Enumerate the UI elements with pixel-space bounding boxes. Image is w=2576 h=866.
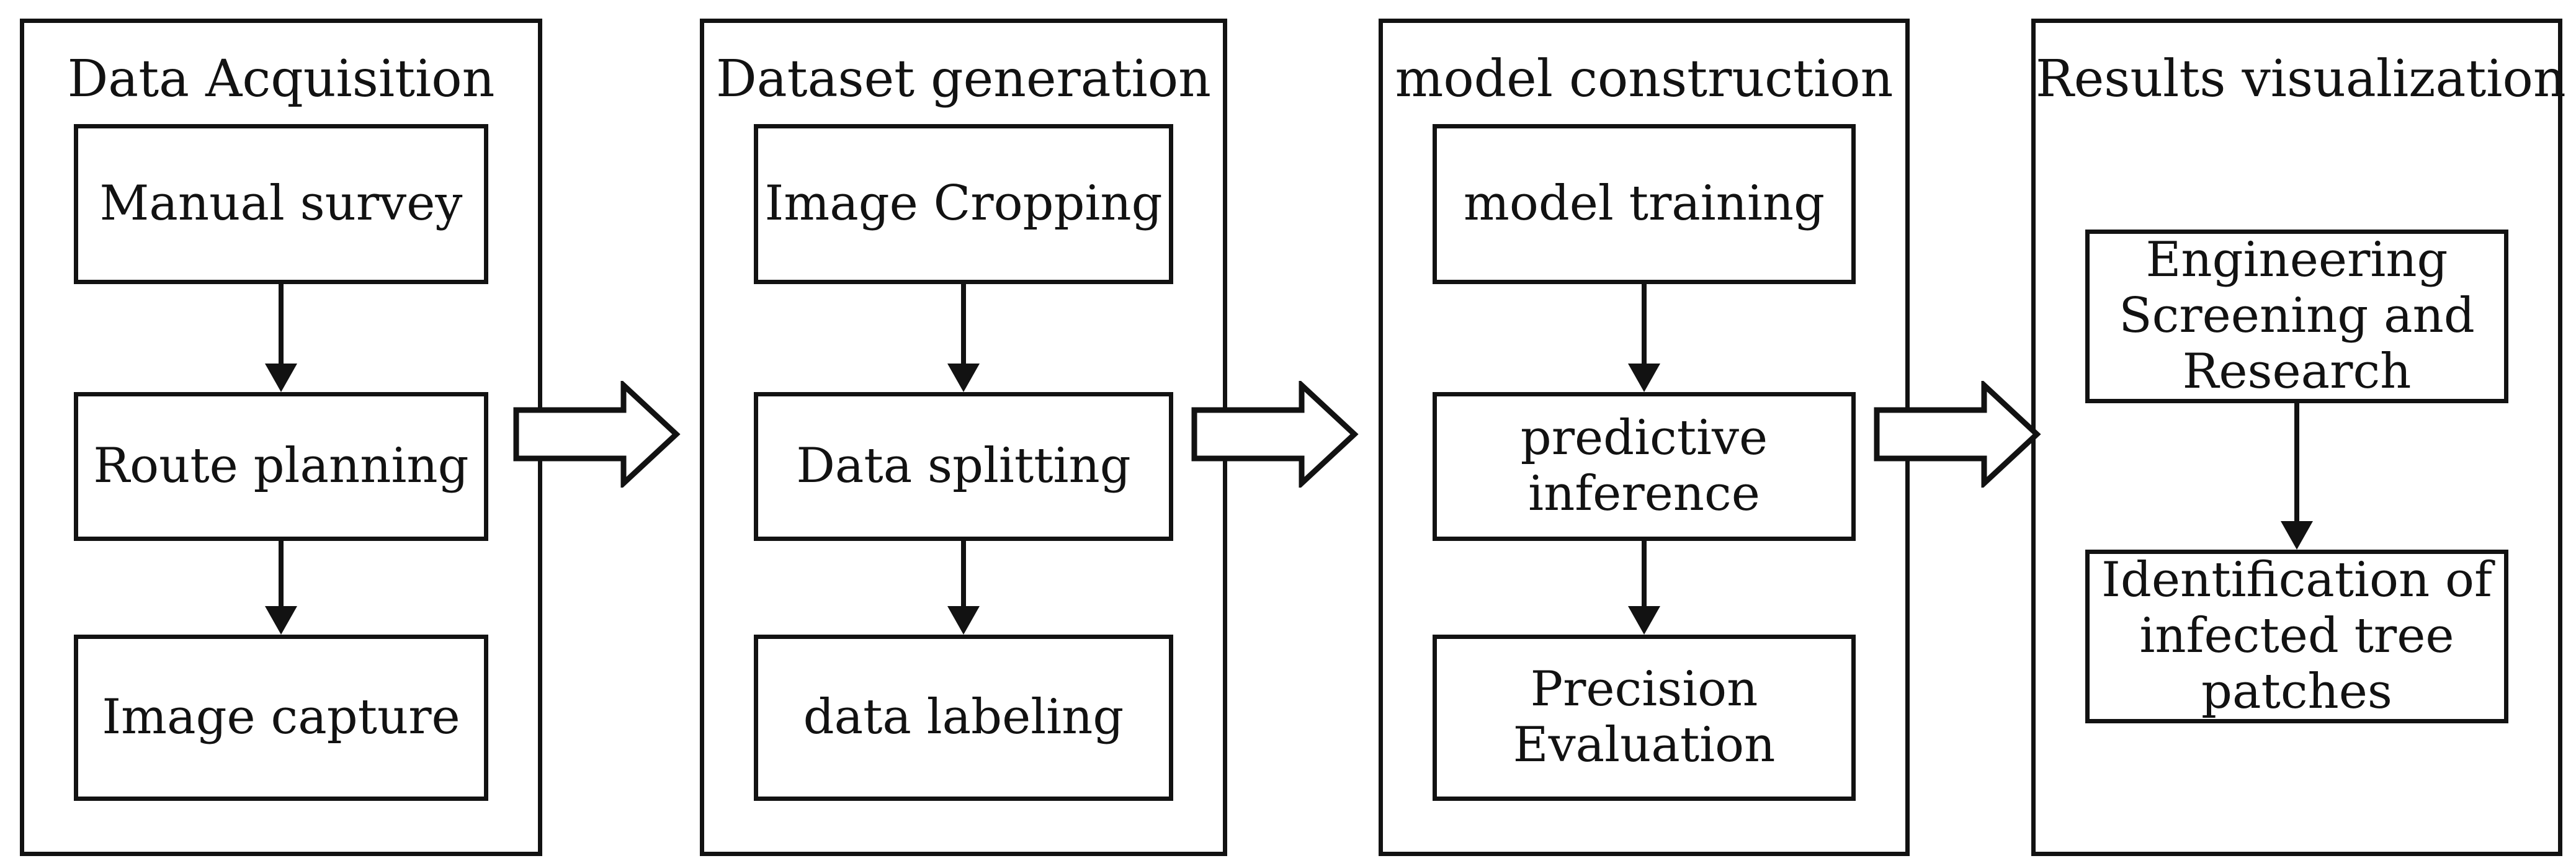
flow-box: Data splitting bbox=[754, 392, 1173, 541]
panel-data-acquisition: Data Acquisition Manual survey Route pla… bbox=[20, 19, 542, 856]
down-arrow-icon bbox=[1626, 541, 1663, 635]
arrow-stem bbox=[279, 541, 284, 606]
panel-title: model construction bbox=[1395, 50, 1894, 109]
down-arrow-icon bbox=[945, 284, 982, 392]
arrow-stem bbox=[2294, 403, 2299, 521]
flow-box: Route planning bbox=[74, 392, 488, 541]
arrow-stem bbox=[961, 284, 966, 364]
flow-box: Manual survey bbox=[74, 124, 488, 284]
right-arrow-icon bbox=[1874, 381, 2041, 488]
panel-title: Results visualization bbox=[2036, 50, 2566, 109]
flow-box: Image capture bbox=[74, 635, 488, 801]
panel-results-visualization: Results visualization Engineering Screen… bbox=[2031, 19, 2566, 856]
down-arrow-icon bbox=[945, 541, 982, 635]
arrow-stem bbox=[1642, 284, 1647, 364]
down-arrow-icon bbox=[2278, 403, 2315, 550]
flow-box: Engineering Screening and Research bbox=[2085, 230, 2508, 403]
arrow-head bbox=[947, 606, 980, 635]
arrow-stem bbox=[961, 541, 966, 606]
arrow-stem bbox=[1642, 541, 1647, 606]
flow-box: Precision Evaluation bbox=[1433, 635, 1856, 801]
arrow-head bbox=[947, 364, 980, 392]
arrow-head bbox=[265, 606, 297, 635]
panel-model-construction: model construction model training predic… bbox=[1379, 19, 1910, 856]
panel-dataset-generation: Dataset generation Image Cropping Data s… bbox=[700, 19, 1227, 856]
arrow-head bbox=[2281, 521, 2313, 550]
arrow-head bbox=[265, 364, 297, 392]
right-arrow-icon bbox=[1191, 381, 1359, 488]
flow-box: predictive inference bbox=[1433, 392, 1856, 541]
down-arrow-icon bbox=[1626, 284, 1663, 392]
right-arrow-icon bbox=[513, 381, 681, 488]
arrow-head bbox=[1628, 364, 1660, 392]
flow-box: Identification of infected tree patches bbox=[2085, 550, 2508, 723]
panel-title: Dataset generation bbox=[716, 50, 1211, 109]
flow-box: Image Cropping bbox=[754, 124, 1173, 284]
down-arrow-icon bbox=[262, 284, 300, 392]
flow-box: data labeling bbox=[754, 635, 1173, 801]
panel-title: Data Acquisition bbox=[67, 50, 495, 109]
down-arrow-icon bbox=[262, 541, 300, 635]
arrow-head bbox=[1628, 606, 1660, 635]
flow-box: model training bbox=[1433, 124, 1856, 284]
arrow-stem bbox=[279, 284, 284, 364]
